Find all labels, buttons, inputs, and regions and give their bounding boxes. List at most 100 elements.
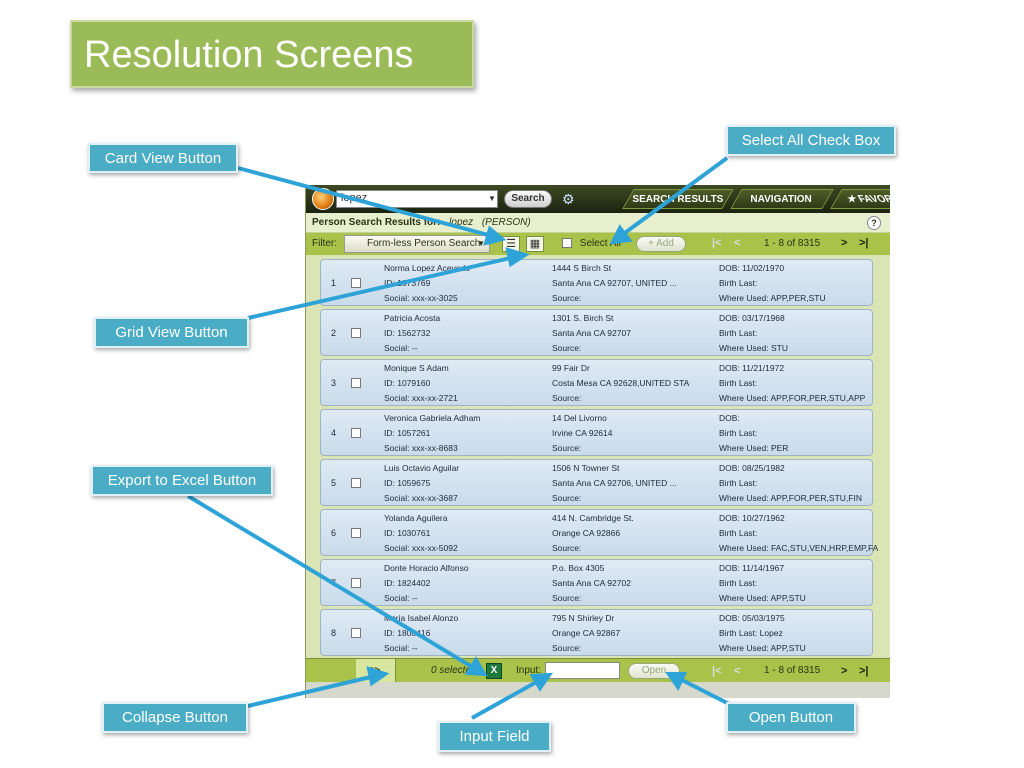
page-info: 1 - 8 of 8315 — [764, 238, 821, 249]
next-page-icon[interactable]: > — [841, 237, 848, 249]
record-name: Luis Octavio Aguilar — [384, 463, 460, 473]
results-query: lopez — [449, 217, 474, 228]
record-number: 3 — [331, 378, 337, 388]
record-name: Maria Isabel Alonzo — [384, 613, 459, 623]
first-page-icon[interactable]: |< — [712, 237, 722, 249]
collapse-button[interactable]: ≫ — [356, 659, 396, 683]
grid-view-button[interactable]: ▦ — [526, 236, 544, 252]
chevron-down-icon[interactable]: ▼ — [488, 194, 496, 203]
select-all-checkbox[interactable]: Select All — [562, 236, 621, 252]
record-address-line1: 414 N. Cambridge St. — [552, 513, 634, 523]
record-dob: DOB: 11/21/1972 — [719, 363, 785, 373]
record-number: 1 — [331, 278, 337, 288]
record-dob: DOB: 10/27/1962 — [719, 513, 785, 523]
tab-search-results[interactable]: SEARCH RESULTS — [622, 189, 734, 209]
results-type: (PERSON) — [481, 217, 531, 228]
record-dob: DOB: 05/03/1975 — [719, 613, 785, 623]
record-address-line1: 1301 S. Birch St — [552, 313, 614, 323]
record-birth-last: Birth Last: — [719, 278, 758, 288]
record-checkbox[interactable] — [351, 478, 361, 488]
search-button[interactable]: Search — [504, 190, 552, 208]
record-address-line1: 1506 N Towner St — [552, 463, 620, 473]
record-id: ID: 1057261 — [384, 428, 431, 438]
record-social: Social: xxx-xx-2721 — [384, 393, 458, 403]
input-field[interactable] — [545, 662, 620, 679]
record-where-used: Where Used: FAC,STU,VEN,HRP,EMP,FA — [719, 543, 879, 553]
record-checkbox[interactable] — [351, 428, 361, 438]
callout-input-field: Input Field — [438, 721, 551, 752]
search-input[interactable]: lopez — [336, 190, 498, 208]
callout-export-excel: Export to Excel Button — [91, 465, 273, 496]
first-page-icon[interactable]: |< — [712, 665, 722, 677]
record-source: Source: — [552, 543, 582, 553]
advanced-search-icon[interactable]: ⚙ — [562, 191, 575, 207]
selected-count: 0 selected — [431, 665, 477, 676]
record-address-line2: Irvine CA 92614 — [552, 428, 613, 438]
record-id: ID: 1562732 — [384, 328, 431, 338]
record-source: Source: — [552, 293, 582, 303]
results-title: Person Search Results for: — [312, 217, 441, 228]
record-dob: DOB: 11/02/1970 — [719, 263, 785, 273]
help-icon[interactable]: ? — [867, 216, 881, 230]
record-checkbox[interactable] — [351, 628, 361, 638]
record-id: ID: 1808416 — [384, 628, 431, 638]
record-id: ID: 1030761 — [384, 528, 431, 538]
record-birth-last: Birth Last: — [719, 478, 758, 488]
last-page-icon[interactable]: >| — [859, 665, 869, 677]
record-address-line2: Santa Ana CA 92707 — [552, 328, 631, 338]
record-checkbox[interactable] — [351, 578, 361, 588]
record-birth-last: Birth Last: Lopez — [719, 628, 783, 638]
record-dob: DOB: — [719, 413, 740, 423]
bottom-bar: ≫ 0 selected X Input: Open |< < 1 - 8 of… — [306, 658, 890, 683]
record-address-line1: P.o. Box 4305 — [552, 563, 605, 573]
record-source: Source: — [552, 393, 582, 403]
results-header: Person Search Results for: lopez (PERSON… — [306, 213, 890, 233]
callout-collapse: Collapse Button — [102, 702, 248, 733]
prev-page-icon[interactable]: < — [734, 237, 741, 249]
record-source: Source: — [552, 493, 582, 503]
next-page-icon[interactable]: > — [841, 665, 848, 677]
add-button[interactable]: + Add — [636, 236, 686, 252]
export-to-excel-icon[interactable]: X — [486, 663, 502, 679]
results-toolbar: Filter: Form-less Person Search ▼ ☰ ▦ Se… — [306, 233, 890, 255]
record-address-line2: Santa Ana CA 92702 — [552, 578, 631, 588]
record-dob: DOB: 03/17/1968 — [719, 313, 785, 323]
callout-card-view: Card View Button — [88, 143, 238, 173]
record-address-line2: Orange CA 92867 — [552, 628, 621, 638]
record-number: 2 — [331, 328, 337, 338]
filter-select[interactable]: Form-less Person Search ▼ — [344, 235, 490, 253]
open-button[interactable]: Open — [628, 663, 680, 679]
callout-select-all: Select All Check Box — [726, 125, 896, 156]
record-birth-last: Birth Last: — [719, 328, 758, 338]
record-social: Social: xxx-xx-3025 — [384, 293, 458, 303]
chevron-down-icon: ▼ — [477, 239, 485, 248]
record-address-line1: 1444 S Birch St — [552, 263, 612, 273]
record-checkbox[interactable] — [351, 328, 361, 338]
record-birth-last: Birth Last: — [719, 578, 758, 588]
record-checkbox[interactable] — [351, 378, 361, 388]
record-where-used: Where Used: STU — [719, 343, 788, 353]
record-name: Norma Lopez Acevedo — [384, 263, 470, 273]
prev-page-icon[interactable]: < — [734, 665, 741, 677]
card-view-button[interactable]: ☰ — [502, 236, 520, 252]
record-checkbox[interactable] — [351, 528, 361, 538]
tab-navigation[interactable]: NAVIGATION — [730, 189, 834, 209]
record-id: ID: 1079160 — [384, 378, 431, 388]
record-checkbox[interactable] — [351, 278, 361, 288]
tab-favorites[interactable]: ★ FAVOR — [830, 189, 890, 209]
last-page-icon[interactable]: >| — [859, 237, 869, 249]
record-address-line2: Santa Ana CA 92706, UNITED ... — [552, 478, 677, 488]
record-address-line1: 795 N Shirley Dr — [552, 613, 615, 623]
callout-grid-view: Grid View Button — [94, 317, 249, 348]
record-social: Social: -- — [384, 593, 418, 603]
checkbox-icon[interactable] — [562, 238, 572, 249]
record-where-used: Where Used: APP,FOR,PER,STU,FIN — [719, 493, 862, 503]
